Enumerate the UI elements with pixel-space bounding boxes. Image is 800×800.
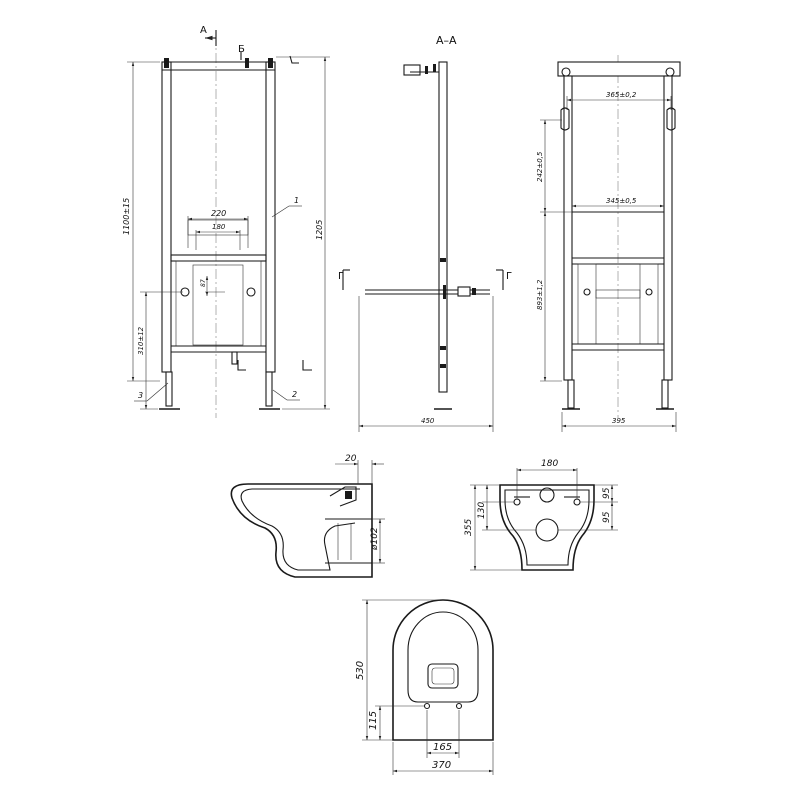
bowl-rear-outline — [499, 484, 595, 571]
outlet-hole — [535, 518, 559, 542]
bowl-outer-profile — [230, 483, 373, 578]
dim-depth: 450 — [421, 417, 435, 425]
dim-345: 345±0,5 — [606, 197, 637, 205]
dim-95-bottom: 95 — [602, 511, 612, 523]
callout-1: 1 — [294, 196, 299, 205]
dim-87: 87 — [200, 279, 207, 287]
section-post — [438, 61, 448, 393]
section-title: А–А — [436, 34, 457, 47]
dim-95-top: 95 — [602, 487, 612, 499]
bowl-top-outline — [392, 599, 494, 741]
section-a-marker: А — [200, 25, 207, 36]
bowl-rear-view: 180 355 130 95 95 — [464, 459, 618, 571]
dim-395: 395 — [612, 417, 626, 425]
dim-370: 370 — [432, 760, 451, 771]
dim-530: 530 — [355, 661, 366, 680]
dim-893: 893±1,2 — [536, 279, 544, 310]
left-post — [161, 61, 172, 373]
dim-rear-180: 180 — [541, 459, 558, 469]
section-view: А–А Г Г 450 — [338, 34, 512, 432]
left-foot — [165, 371, 173, 407]
rear-right-post — [663, 75, 673, 381]
dim-height-right: 1205 — [315, 220, 324, 240]
dim-height-total: 1100±15 — [122, 198, 131, 235]
outlet-opening — [427, 663, 459, 689]
water-inlet-hole — [539, 487, 555, 503]
section-g-left: Г — [338, 271, 344, 282]
section-g-right: Г — [506, 271, 512, 282]
right-foot — [265, 371, 273, 407]
dim-130: 130 — [477, 502, 487, 519]
dim-220: 220 — [211, 209, 226, 218]
dim-355: 355 — [464, 519, 474, 536]
rear-left-post — [563, 75, 573, 381]
dim-180: 180 — [212, 223, 226, 231]
dim-20: 20 — [345, 454, 357, 464]
right-post — [265, 61, 276, 373]
bowl-top-view: 530 115 165 370 — [355, 599, 494, 775]
rear-view: 365±0,2 345±0,5 242±0,5 893±1,2 395 — [536, 55, 681, 432]
dim-165: 165 — [433, 742, 452, 753]
dim-242: 242±0,5 — [536, 151, 544, 182]
bowl-side-view: 20 ø102 — [230, 454, 385, 578]
dim-d102: ø102 — [370, 527, 380, 551]
callout-2: 2 — [292, 390, 297, 399]
dim-115: 115 — [368, 711, 379, 730]
callout-3: 3 — [138, 391, 143, 400]
section-b-marker: Б — [238, 44, 245, 55]
dim-365: 365±0,2 — [606, 91, 637, 99]
dim-310: 310±12 — [137, 326, 145, 355]
front-view: 1100±15 1205 220 180 87 310±12 А Б — [122, 25, 330, 418]
